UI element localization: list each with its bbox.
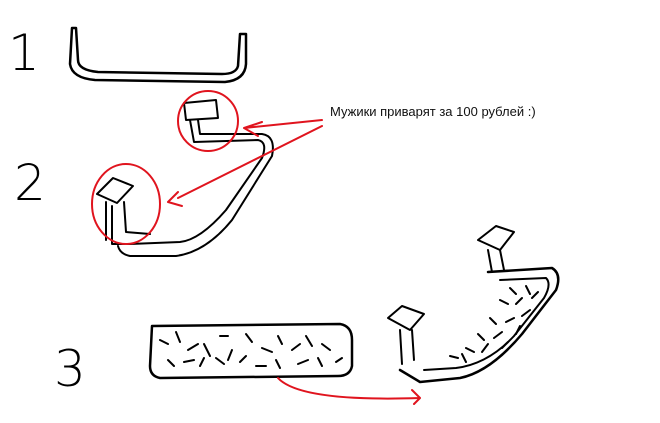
weld-highlights [91, 90, 323, 245]
left-weld-circle [91, 163, 161, 245]
step-2-bracket [96, 99, 274, 257]
step-3-final-bracket [387, 225, 560, 384]
arrow-to-top-weld [243, 119, 323, 137]
transform-arrow [277, 377, 421, 405]
final-left-pad [387, 305, 425, 331]
step-3-plate [148, 322, 354, 380]
arrow-to-left-weld [167, 125, 323, 207]
left-pad [96, 177, 134, 204]
weld-note: Мужики приварят за 100 рублей :) [330, 104, 536, 119]
step-number-3: 3 [54, 340, 86, 398]
top-pad [183, 99, 219, 121]
step-number-2: 2 [14, 154, 46, 212]
final-top-pad [477, 225, 515, 251]
top-weld-circle [177, 90, 239, 152]
step-number-1: 1 [8, 24, 40, 82]
step-1-bracket [68, 26, 248, 84]
